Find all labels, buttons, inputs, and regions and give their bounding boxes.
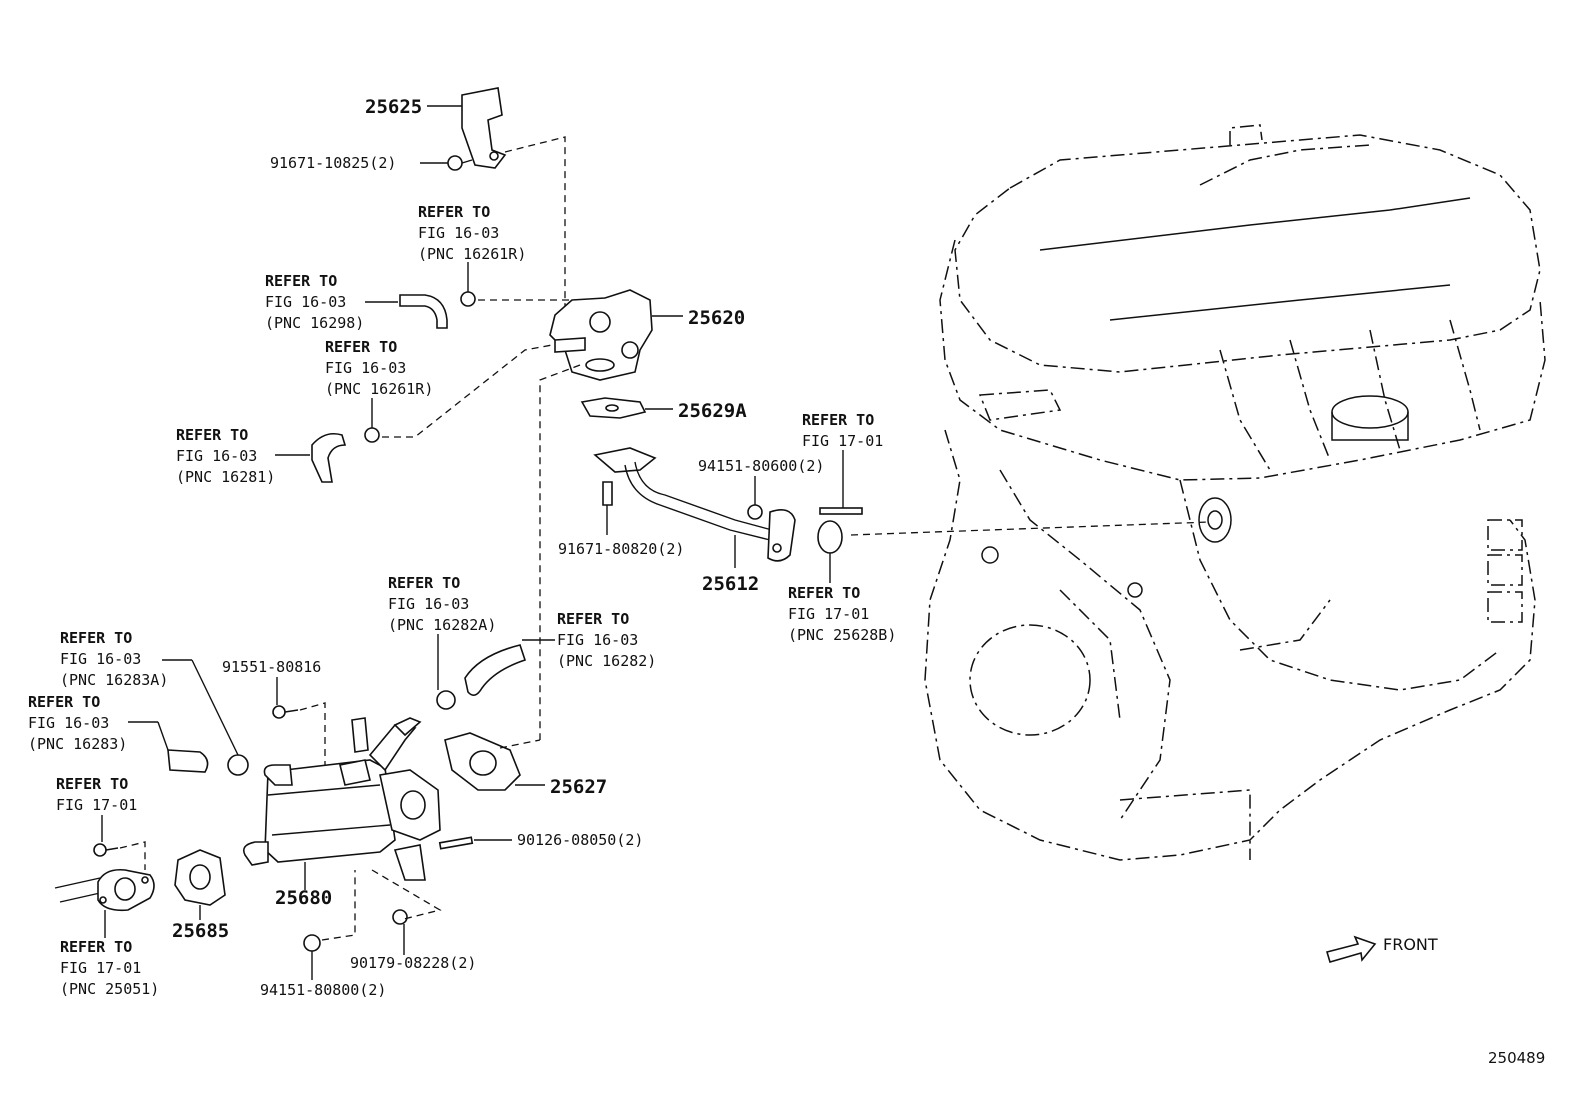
fastener-91671-10825: 91671-10825(2) — [270, 154, 396, 172]
ref-r9-line3: (PNC 16283A) — [60, 671, 168, 689]
ref-r1-line1: REFER TO — [418, 203, 490, 221]
ref-r4-line1: REFER TO — [176, 426, 248, 444]
engine-block-outline — [924, 124, 1546, 861]
part-number-25629A: 25629A — [678, 400, 747, 422]
ref-r5-line1: REFER TO — [802, 411, 874, 429]
fastener-90126-08050: 90126-08050(2) — [517, 831, 643, 849]
part-number-25680: 25680 — [275, 887, 332, 909]
ref-r5-line2: FIG 17-01 — [802, 432, 883, 450]
fastener-94151-80800: 94151-80800(2) — [260, 981, 386, 999]
hose-16298 — [365, 294, 448, 329]
ref-r2-line3: (PNC 16298) — [265, 314, 364, 332]
ref-r2-line2: FIG 16-03 — [265, 293, 346, 311]
clamp-16261R-lower — [364, 344, 553, 443]
leader-dashed-engine — [850, 521, 1211, 536]
ref-r10-line3: (PNC 16283) — [28, 735, 127, 753]
clamp-16282A — [436, 634, 456, 710]
ref-r6-line2: FIG 17-01 — [788, 605, 869, 623]
ref-r7-line2: FIG 16-03 — [388, 595, 469, 613]
part-25680-egr-cooler — [242, 717, 441, 890]
ref-r10-line2: FIG 16-03 — [28, 714, 109, 732]
part-25625-bracket — [427, 87, 566, 310]
ref-r2-line1: REFER TO — [265, 272, 337, 290]
part-number-25625: 25625 — [365, 96, 422, 118]
stud-90126-08050 — [438, 836, 512, 850]
exhaust-pipe-25051 — [54, 868, 155, 938]
nut-90179-08228 — [371, 869, 442, 955]
ref-r12-line2: FIG 17-01 — [60, 959, 141, 977]
ref-r7-line1: REFER TO — [388, 574, 460, 592]
front-arrow-icon — [1325, 935, 1377, 963]
ref-r1-line2: FIG 16-03 — [418, 224, 499, 242]
front-label: FRONT — [1383, 935, 1438, 954]
hose-16283 — [128, 721, 209, 773]
ref-r11-line1: REFER TO — [56, 775, 128, 793]
ref-r3-line2: FIG 16-03 — [325, 359, 406, 377]
ref-r12-line3: (PNC 25051) — [60, 980, 159, 998]
ref-r8-line3: (PNC 16282) — [557, 652, 656, 670]
part-25685-gasket — [174, 849, 226, 920]
ref-r6-line3: (PNC 25628B) — [788, 626, 896, 644]
bolt-91671-80820 — [602, 481, 613, 535]
ref-r9-line2: FIG 16-03 — [60, 650, 141, 668]
ref-r4-line3: (PNC 16281) — [176, 468, 275, 486]
ref-r6-line1: REFER TO — [788, 584, 860, 602]
part-number-25620: 25620 — [688, 307, 745, 329]
leader-dashed-valve-to-cooler — [539, 364, 581, 740]
figure-id: 250489 — [1488, 1049, 1545, 1067]
stud-fig-17-01 — [819, 450, 863, 515]
fastener-91671-80820: 91671-80820(2) — [558, 540, 684, 558]
nut-94151-80600 — [747, 476, 763, 520]
ref-r12-line1: REFER TO — [60, 938, 132, 956]
ref-r1-line3: (PNC 16261R) — [418, 245, 526, 263]
fastener-90179-08228: 90179-08228(2) — [350, 954, 476, 972]
fastener-91551-80816: 91551-80816 — [222, 658, 321, 676]
clamp-16261R-upper — [460, 262, 575, 307]
ref-r8-line1: REFER TO — [557, 610, 629, 628]
part-25629A-gasket — [580, 397, 673, 419]
part-number-25685: 25685 — [172, 920, 229, 942]
ref-r3-line1: REFER TO — [325, 338, 397, 356]
hose-16281 — [275, 432, 347, 483]
ref-r8-line2: FIG 16-03 — [557, 631, 638, 649]
ref-r10-line1: REFER TO — [28, 693, 100, 711]
part-25612-egr-pipe — [593, 447, 796, 568]
part-number-25612: 25612 — [702, 573, 759, 595]
bolt-91551-80816 — [272, 677, 346, 791]
ref-r3-line3: (PNC 16261R) — [325, 380, 433, 398]
fastener-94151-80600: 94151-80600(2) — [698, 457, 824, 475]
bolt-91671-10825 — [420, 155, 473, 171]
nut-94151-80800 — [303, 870, 356, 980]
part-25620-egr-valve — [549, 289, 683, 381]
ref-r4-line2: FIG 16-03 — [176, 447, 257, 465]
bolt-fig-17-01 — [93, 815, 146, 870]
hose-16282 — [464, 639, 555, 696]
ref-r7-line3: (PNC 16282A) — [388, 616, 496, 634]
part-number-25627: 25627 — [550, 776, 607, 798]
ref-r11-line2: FIG 17-01 — [56, 796, 137, 814]
oring-25628B — [817, 520, 843, 583]
leader-dashed-gasket — [499, 739, 541, 749]
ref-r9-line1: REFER TO — [60, 629, 132, 647]
clamp-16283A — [162, 659, 249, 776]
